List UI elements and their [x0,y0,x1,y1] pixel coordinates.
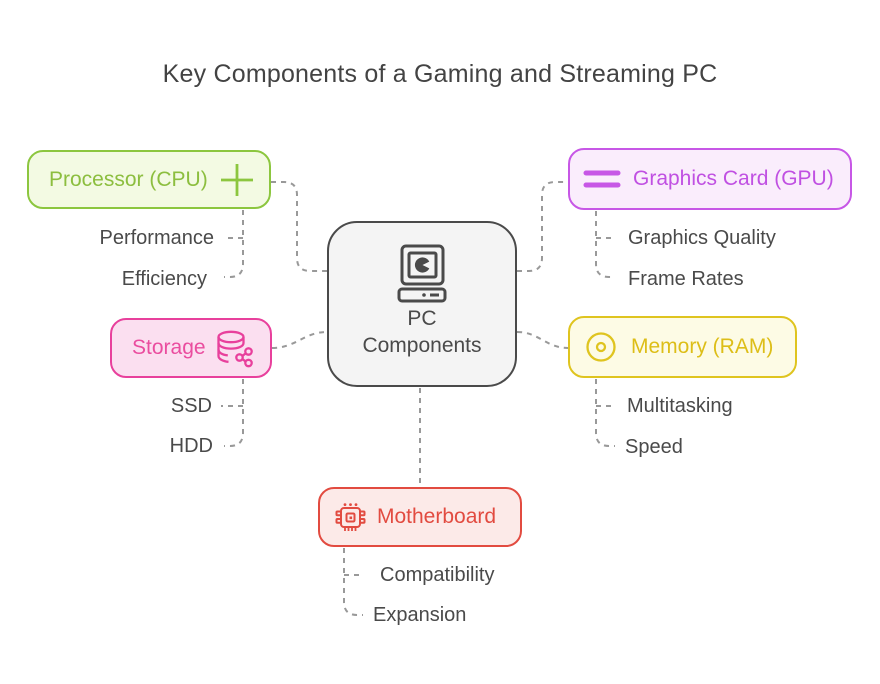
chip-icon [335,503,366,531]
connector-cpu-center [271,181,327,272]
leaf-compatibility[interactable]: Compatibility [380,564,495,586]
connector-gpu-children [595,211,616,278]
node-storage[interactable]: Storage [110,318,272,378]
connector-storage-children [221,379,244,447]
database-share-icon [216,330,253,368]
leaf-multitasking[interactable]: Multitasking [627,395,733,417]
leaf-frame-rates[interactable]: Frame Rates [628,268,744,290]
leaf-efficiency[interactable]: Efficiency [121,268,207,290]
connector-gpu-center [517,181,568,272]
connector-cpu-children [223,210,244,278]
leaf-speed[interactable]: Speed [625,436,683,458]
connector-ram-children [595,379,616,447]
leaf-hdd[interactable]: HDD [169,435,213,457]
node-memory-ram[interactable]: Memory (RAM) [568,316,797,378]
center-label-line1: PC [407,307,437,330]
page-title: Key Components of a Gaming and Streaming… [162,60,718,88]
node-graphics-card-gpu[interactable]: Graphics Card (GPU) [568,148,852,210]
node-processor-cpu[interactable]: Processor (CPU) [27,150,271,209]
connector-ram-center [516,331,569,349]
node-graphics-card-gpu-label: Graphics Card (GPU) [633,167,834,190]
connector-motherboard-children [343,548,364,616]
node-motherboard[interactable]: Motherboard [318,487,522,547]
leaf-expansion[interactable]: Expansion [373,604,467,626]
record-dot-icon [586,332,616,362]
leaf-graphics-quality[interactable]: Graphics Quality [628,227,776,249]
plus-icon [220,163,253,196]
leaf-ssd[interactable]: SSD [170,395,212,417]
connector-storage-center [271,331,328,349]
node-memory-ram-label: Memory (RAM) [631,335,774,358]
node-processor-cpu-label: Processor (CPU) [49,167,208,191]
leaf-performance[interactable]: Performance [99,227,215,249]
node-storage-label: Storage [132,336,206,359]
double-line-icon [583,170,621,188]
center-label-line2: Components [362,334,482,357]
node-pc-components[interactable]: PC Components [327,221,517,387]
computer-icon [397,244,447,303]
node-motherboard-label: Motherboard [377,505,497,528]
